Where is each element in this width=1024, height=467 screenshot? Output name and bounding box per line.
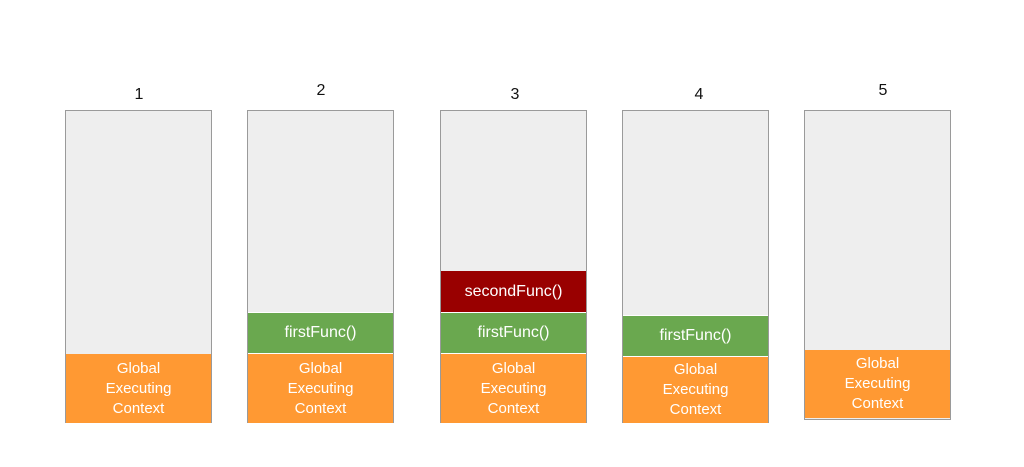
stack-4-number: 4 xyxy=(694,86,704,103)
global-frame-line-3: Context xyxy=(669,401,722,418)
global-frame-line-1: Global xyxy=(673,361,718,378)
global-frame-line-3: Context xyxy=(294,399,347,417)
global-frame-line-3: Context xyxy=(851,395,904,412)
global-frame-line-1: Global xyxy=(491,359,536,377)
stack-1-number: 1 xyxy=(134,86,144,103)
global-frame-line-3: Context xyxy=(487,399,540,417)
stack-3-first-func-frame: firstFunc() xyxy=(441,312,586,354)
stack-3-global-frame: Global Executing Context xyxy=(441,354,586,423)
global-frame-line-1: Global xyxy=(298,359,343,377)
stack-4-global-frame: Global Executing Context xyxy=(623,357,768,423)
global-frame-line-2: Executing xyxy=(844,375,911,392)
global-frame-line-2: Executing xyxy=(287,379,354,397)
global-frame-line-3: Context xyxy=(112,399,165,417)
global-frame-line-1: Global xyxy=(855,355,900,372)
stack-4-first-func-frame: firstFunc() xyxy=(623,315,768,357)
stack-2-first-func-frame: firstFunc() xyxy=(248,312,393,354)
stack-2-global-frame: Global Executing Context xyxy=(248,354,393,423)
stack-3-number: 3 xyxy=(510,86,520,103)
global-frame-line-2: Executing xyxy=(480,379,547,397)
global-frame-line-2: Executing xyxy=(662,381,729,398)
stack-3-second-func-frame: secondFunc() xyxy=(441,271,586,312)
stack-2-number: 2 xyxy=(316,82,326,99)
global-frame-line-2: Executing xyxy=(105,379,172,397)
global-frame-line-1: Global xyxy=(116,359,161,377)
stack-5-global-frame: Global Executing Context xyxy=(805,350,950,418)
stack-5-number: 5 xyxy=(878,82,888,99)
stack-1-global-frame: Global Executing Context xyxy=(66,354,211,423)
